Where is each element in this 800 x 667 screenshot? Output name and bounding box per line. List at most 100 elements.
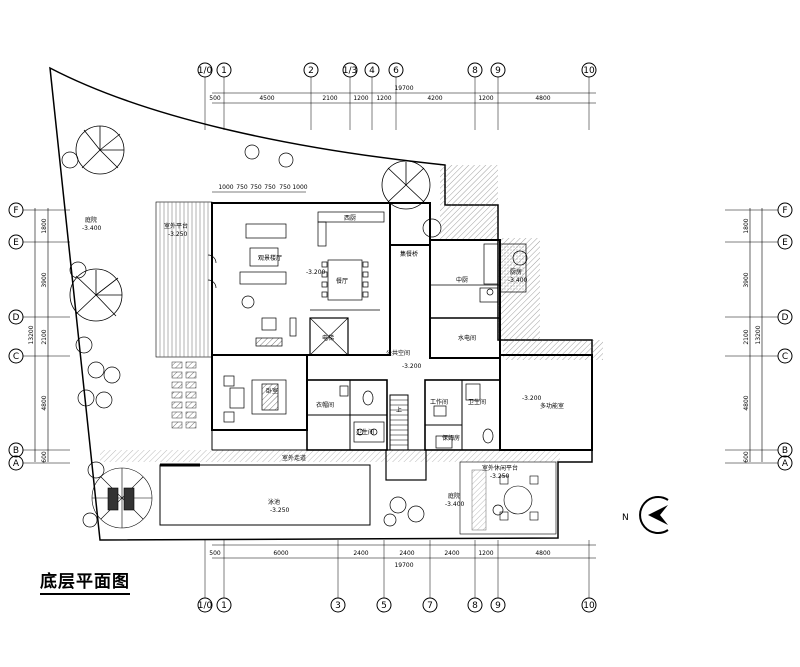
dim-left-2: 2100: [41, 329, 48, 344]
label-kitchen: 中厨: [456, 276, 468, 284]
room-labels: 庭院 -3.400 室外平台 -3.250 观景楼厅 -3.200 餐厅 西厨 …: [82, 215, 564, 514]
bathroom-fixtures: [339, 383, 494, 449]
dim-left-0: 1800: [41, 218, 48, 233]
tree-large-2: [69, 268, 123, 322]
left-deck: [155, 201, 213, 358]
tree-small-group: [61, 144, 528, 528]
dim-top-total: 19700: [394, 85, 413, 92]
label-terrace-bottom: 室外休闲平台: [482, 464, 518, 472]
axis-top-4: 4: [369, 66, 375, 76]
axis-top-6: 8: [472, 66, 478, 76]
axis-left-1: E: [13, 238, 19, 248]
label-terrace-left: 室外平台: [164, 222, 188, 230]
dim-bottom-total: 19700: [394, 562, 413, 569]
label-multi: 多功能室: [540, 402, 564, 410]
axis-bottom-3: 5: [381, 601, 387, 611]
axis-top-0: 1/0: [198, 66, 213, 76]
axes-bottom: 1/0 1 3 5 7 8 9 10: [197, 597, 597, 613]
axis-bottom-0: 1/0: [198, 601, 213, 611]
level-garden-bottom: -3.400: [445, 501, 465, 508]
axis-bottom-1: 1: [221, 601, 227, 611]
axis-bottom-6: 9: [495, 601, 501, 611]
level-public: -3.200: [402, 363, 422, 370]
axis-bottom-2: 3: [335, 601, 341, 611]
dims-sub: 1000 750 750 750 750 1000: [218, 184, 307, 191]
dim-sub-5: 1000: [292, 184, 307, 191]
label-water-room: 水电间: [458, 334, 476, 342]
label-stairs-up: 上: [396, 406, 402, 414]
label-garden-bottom: 庭院: [448, 492, 460, 500]
pool: [159, 463, 371, 526]
dim-left-3: 4800: [41, 395, 48, 410]
dim-sub-4: 750: [279, 184, 291, 191]
dims-right: 1800 3900 2100 4800 600 13200: [743, 218, 762, 463]
dim-right-0: 1800: [743, 218, 750, 233]
axis-top-8: 10: [583, 66, 595, 76]
axis-right-0: F: [782, 206, 787, 216]
hatch-area-se: [503, 340, 603, 360]
dim-bottom-1: 6000: [273, 550, 288, 557]
dim-right-1: 3900: [743, 272, 750, 287]
level-multi: -3.200: [522, 395, 542, 402]
label-bar: 西厨: [344, 215, 356, 222]
dim-left-1: 3900: [41, 272, 48, 287]
axis-left-2: D: [13, 313, 20, 323]
north-compass-icon: N: [622, 496, 669, 534]
axis-left-3: C: [13, 352, 19, 362]
dim-left-total: 13200: [28, 325, 35, 344]
dim-sub-0: 1000: [218, 184, 233, 191]
label-pool: 泳池: [268, 498, 280, 506]
level-kitchen: -3.400: [508, 277, 528, 284]
label-bath-a: 卫生间: [356, 428, 374, 436]
tree-large-1: [75, 125, 125, 175]
hatch-area-ne: [440, 165, 498, 240]
axis-top-1: 1: [221, 66, 227, 76]
living-furniture: [207, 223, 297, 347]
label-garden-top: 庭院: [85, 216, 97, 224]
dims-bottom: 500 6000 2400 2400 2400 1200 4800 19700: [209, 550, 551, 569]
axes-left: F E D C B A: [8, 202, 24, 471]
axes-right: F E D C B A: [777, 202, 793, 471]
dim-sub-3: 750: [264, 184, 276, 191]
dim-bottom-2: 2400: [353, 550, 368, 557]
level-terrace-left: -3.250: [168, 231, 188, 238]
dims-left: 1800 3900 2100 4800 600 13200: [28, 218, 48, 463]
label-elevator: 电梯: [322, 334, 334, 342]
building-walls: [211, 202, 593, 451]
compass-label: N: [622, 513, 629, 523]
axis-right-2: D: [782, 313, 789, 323]
label-dining: 餐厅: [336, 277, 348, 285]
dim-top-4: 1200: [376, 95, 391, 102]
axis-right-4: B: [782, 446, 788, 456]
dim-left-4: 600: [41, 451, 48, 463]
axis-top-3: 1/3: [343, 66, 357, 76]
dim-sub-1: 750: [236, 184, 248, 191]
stairs: [385, 394, 427, 481]
dim-right-total: 13200: [755, 325, 762, 344]
level-pool: -3.250: [270, 507, 290, 514]
axes-top: 1/0 1 2 1/3 4 6 8 9 10: [197, 62, 597, 78]
dim-bottom-5: 1200: [478, 550, 493, 557]
axis-bottom-7: 10: [583, 601, 595, 611]
axis-right-5: A: [782, 459, 789, 469]
label-island: 集餐桥: [400, 250, 418, 258]
plan-title: 底层平面图: [40, 572, 130, 595]
axis-left-0: F: [13, 206, 18, 216]
bedroom-furniture: [223, 375, 287, 423]
label-nanny: 保姆房: [442, 434, 460, 442]
label-work-room: 工作间: [430, 398, 448, 406]
level-terrace-bottom: -3.250: [490, 473, 510, 480]
label-public-space: 公共空间: [386, 349, 410, 357]
dim-sub-2: 750: [250, 184, 262, 191]
dim-right-3: 4800: [743, 395, 750, 410]
axis-top-2: 2: [308, 66, 314, 76]
axis-right-1: E: [782, 238, 788, 248]
label-sunken-living: 观景楼厅: [258, 254, 282, 262]
dim-lines: [34, 92, 763, 559]
dims-top: 500 4500 2100 1200 1200 4200 1200 4800 1…: [209, 85, 551, 102]
level-living: -3.200: [306, 269, 326, 276]
dim-top-1: 4500: [259, 95, 274, 102]
axis-bottom-5: 8: [472, 601, 478, 611]
label-bath-b: 卫生间: [468, 398, 486, 406]
